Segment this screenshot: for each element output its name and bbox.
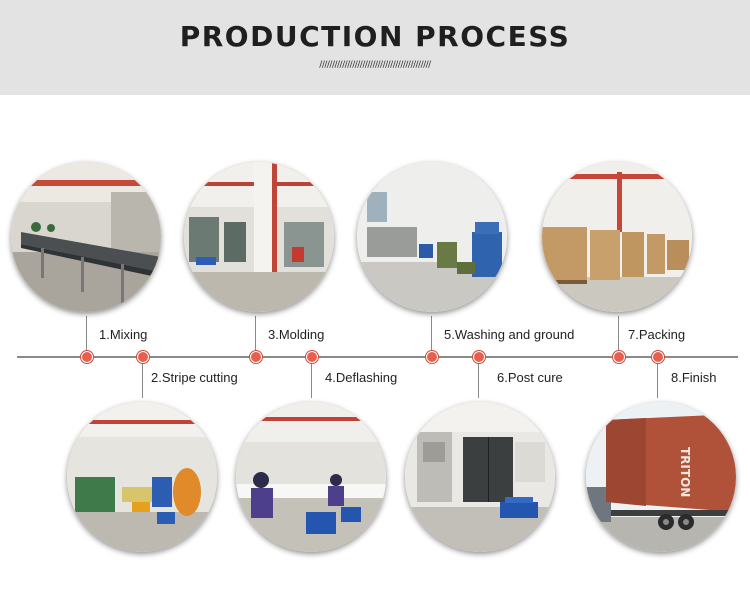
workers-at-tables-photo-icon	[236, 402, 386, 552]
container-brand-text: TRITON	[678, 447, 692, 497]
stem-step-1	[86, 313, 87, 355]
timeline-marker-4	[306, 351, 318, 363]
page-title: PRODUCTION PROCESS	[179, 20, 571, 53]
cutting-machine-photo-icon	[67, 402, 217, 552]
step-label-molding: 3.Molding	[268, 327, 325, 342]
stem-step-5	[431, 313, 432, 355]
shipping-container-truck-photo-icon: TRITON	[586, 402, 736, 552]
step-label-deflashing: 4.Deflashing	[325, 370, 398, 385]
step-label-stripe-cutting: 2.Stripe cutting	[151, 370, 238, 385]
molding-machines-photo-icon	[184, 162, 334, 312]
timeline-marker-3	[250, 351, 262, 363]
title-underline-decoration: ////////////////////////////////////////…	[319, 60, 431, 70]
curing-ovens-photo-icon	[405, 402, 555, 552]
header-banner: PRODUCTION PROCESS /////////////////////…	[0, 0, 750, 95]
timeline-marker-1	[81, 351, 93, 363]
step-label-finish: 8.Finish	[671, 370, 717, 385]
timeline-marker-5	[426, 351, 438, 363]
stem-step-6	[478, 358, 479, 400]
conveyor-line-photo-icon	[11, 162, 161, 312]
timeline-marker-7	[613, 351, 625, 363]
timeline-marker-2	[137, 351, 149, 363]
stem-step-4	[311, 358, 312, 400]
step-label-washing: 5.Washing and ground	[444, 327, 575, 342]
timeline-line	[17, 356, 738, 358]
timeline-marker-8	[652, 351, 664, 363]
timeline-marker-6	[473, 351, 485, 363]
stem-step-8	[657, 358, 658, 400]
stem-step-7	[618, 313, 619, 355]
step-label-mixing: 1.Mixing	[99, 327, 148, 342]
washing-machines-photo-icon	[357, 162, 507, 312]
stem-step-2	[142, 358, 143, 400]
step-label-packing: 7.Packing	[628, 327, 686, 342]
stacked-cartons-photo-icon	[542, 162, 692, 312]
step-label-post-cure: 6.Post cure	[497, 370, 563, 385]
stem-step-3	[255, 313, 256, 355]
